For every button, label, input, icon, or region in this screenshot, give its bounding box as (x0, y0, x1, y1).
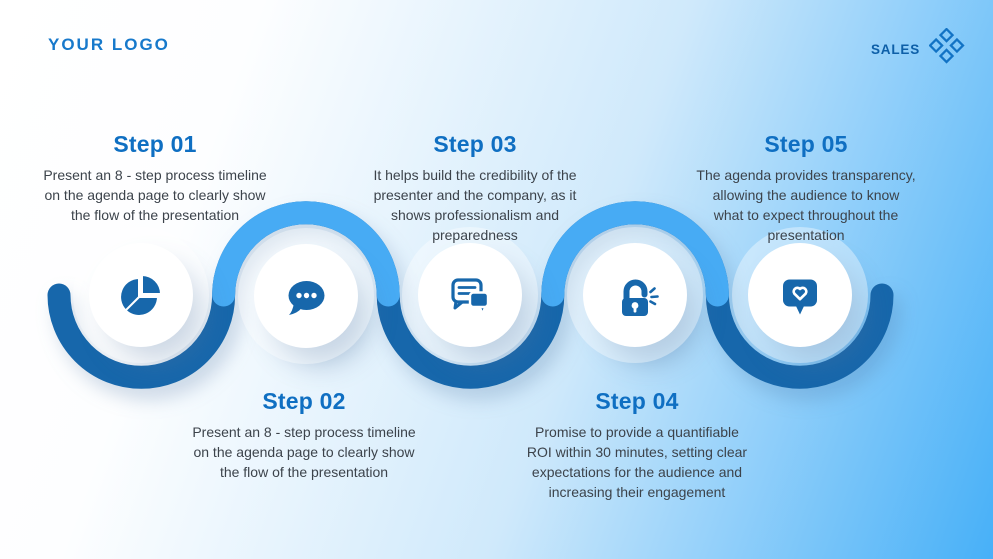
step-2-node (254, 244, 358, 348)
wave-light-segment-2 (212, 201, 400, 307)
wave-dark-segment (47, 201, 894, 389)
wave-light-segment-4 (541, 201, 729, 307)
step-2-title: Step 02 (262, 388, 346, 414)
sales-badge-label: SALES (870, 41, 920, 57)
step-2-text-block: Step 02 Present an 8 - step process time… (174, 388, 434, 482)
step-4-text-block: Step 04 Promise to provide a quantifiabl… (507, 388, 767, 502)
heart-message-icon (783, 279, 817, 315)
step-2-description: Present an 8 - step process timeline on … (192, 424, 416, 480)
chat-conversation-icon (451, 278, 490, 316)
step-4-description: Promise to provide a quantifiable ROI wi… (526, 424, 748, 500)
step-3-text-block: Step 03 It helps build the credibility o… (345, 131, 605, 245)
step-1-title: Step 01 (113, 131, 197, 157)
unlock-icon (622, 279, 659, 316)
step-3-description: It helps build the credibility of the pr… (373, 167, 577, 243)
chat-dots-icon (288, 281, 325, 315)
step-1-description: Present an 8 - step process timeline on … (43, 167, 267, 223)
step-1-text-block: Step 01 Present an 8 - step process time… (25, 131, 285, 225)
step-5-node (748, 243, 852, 347)
step-4-node (583, 243, 687, 347)
step-3-node (418, 243, 522, 347)
company-logo: YOUR LOGO (48, 35, 170, 54)
diamond-cluster-icon (929, 28, 965, 64)
step-5-title: Step 05 (764, 131, 848, 157)
step-5-text-block: Step 05 The agenda provides transparency… (676, 131, 936, 245)
step-5-description: The agenda provides transparency, allowi… (696, 167, 916, 243)
step-4-title: Step 04 (595, 388, 679, 414)
step-3-title: Step 03 (433, 131, 517, 157)
sales-badge: SALES (871, 28, 965, 64)
pie-chart-icon (119, 274, 162, 317)
step-1-node (89, 243, 193, 347)
